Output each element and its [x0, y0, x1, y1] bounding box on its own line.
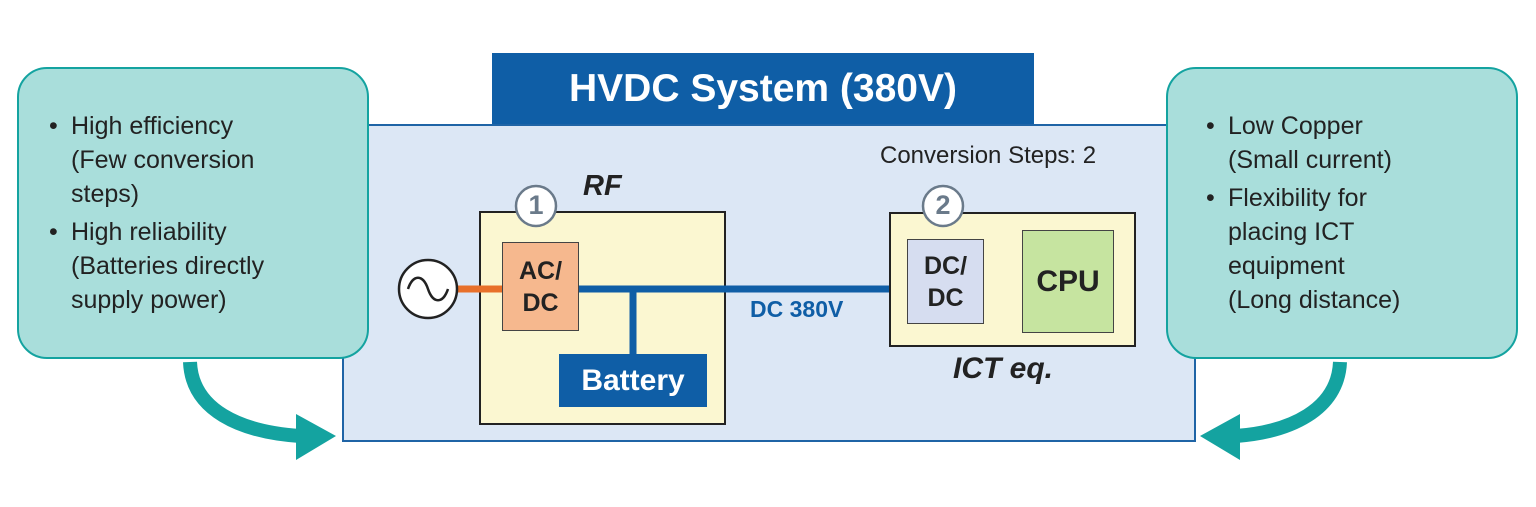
- right-curved-arrow-icon: [1200, 361, 1347, 460]
- dc-dc-converter: DC/ DC: [907, 239, 984, 324]
- ict-label: ICT eq.: [953, 352, 1054, 385]
- ac-dc-label: AC/ DC: [518, 256, 563, 317]
- bullet-line: placing ICT: [1228, 218, 1355, 246]
- right-bullet-flexibility: Flexibility for placing ICT equipment (L…: [1206, 181, 1506, 317]
- bullet-line: Low Copper: [1228, 112, 1363, 140]
- left-bullet-efficiency: High efficiency (Few conversion steps): [49, 109, 357, 211]
- step-1-icon: [514, 184, 558, 228]
- rf-label: RF: [583, 170, 622, 202]
- step-2-number: 2: [935, 190, 951, 220]
- dc-380v-label: DC 380V: [750, 296, 844, 322]
- step-1-number: 1: [528, 190, 544, 220]
- bullet-line: (Batteries directly: [71, 252, 265, 280]
- bullet-line: steps): [71, 180, 140, 208]
- bullet-line: (Small current): [1228, 146, 1392, 174]
- right-callout: Low Copper (Small current) Flexibility f…: [1166, 67, 1518, 359]
- bullet-line: supply power): [71, 286, 227, 314]
- ac-dc-converter: AC/ DC: [502, 242, 579, 331]
- bullet-line: Flexibility for: [1228, 184, 1367, 212]
- left-curved-arrow-icon: [183, 361, 336, 460]
- left-bullet-reliability: High reliability (Batteries directly sup…: [49, 215, 357, 317]
- bullet-line: (Long distance): [1228, 286, 1401, 314]
- dc-dc-label: DC/ DC: [923, 251, 968, 312]
- ac-source-icon: [397, 258, 459, 320]
- step-2-icon: [921, 184, 965, 228]
- right-bullet-copper: Low Copper (Small current): [1206, 109, 1506, 177]
- bullet-line: High reliability: [71, 218, 227, 246]
- system-title: HVDC System (380V): [492, 53, 1034, 124]
- bullet-line: (Few conversion: [71, 146, 255, 174]
- conversion-steps-label: Conversion Steps: 2: [880, 142, 1097, 169]
- battery-block: Battery: [559, 354, 707, 407]
- bullet-line: equipment: [1228, 252, 1345, 280]
- left-callout: High efficiency (Few conversion steps) H…: [17, 67, 369, 359]
- bullet-line: High efficiency: [71, 112, 234, 140]
- cpu-block: CPU: [1022, 230, 1114, 333]
